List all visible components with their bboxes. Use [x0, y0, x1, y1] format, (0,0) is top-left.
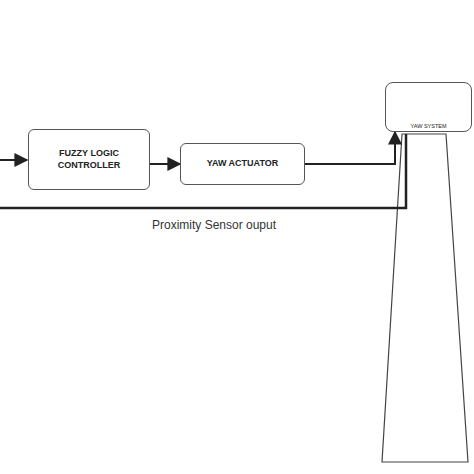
signal-arrow — [150, 163, 180, 165]
node-text: FUZZY LOGIC CONTROLLER — [38, 148, 140, 171]
node-text: YAW ACTUATOR — [190, 158, 295, 169]
node-text: YAW SYSTEM — [410, 123, 446, 130]
signal-label: Proximity Sensor ouput — [150, 218, 278, 232]
controller-box: FUZZY LOGIC CONTROLLER — [28, 129, 150, 190]
nacelle-box: YAW SYSTEM — [385, 82, 472, 132]
tower — [382, 134, 468, 462]
actuator-box: YAW ACTUATOR — [180, 143, 305, 185]
input-arrow — [0, 159, 27, 161]
signal-arrow — [305, 132, 395, 164]
